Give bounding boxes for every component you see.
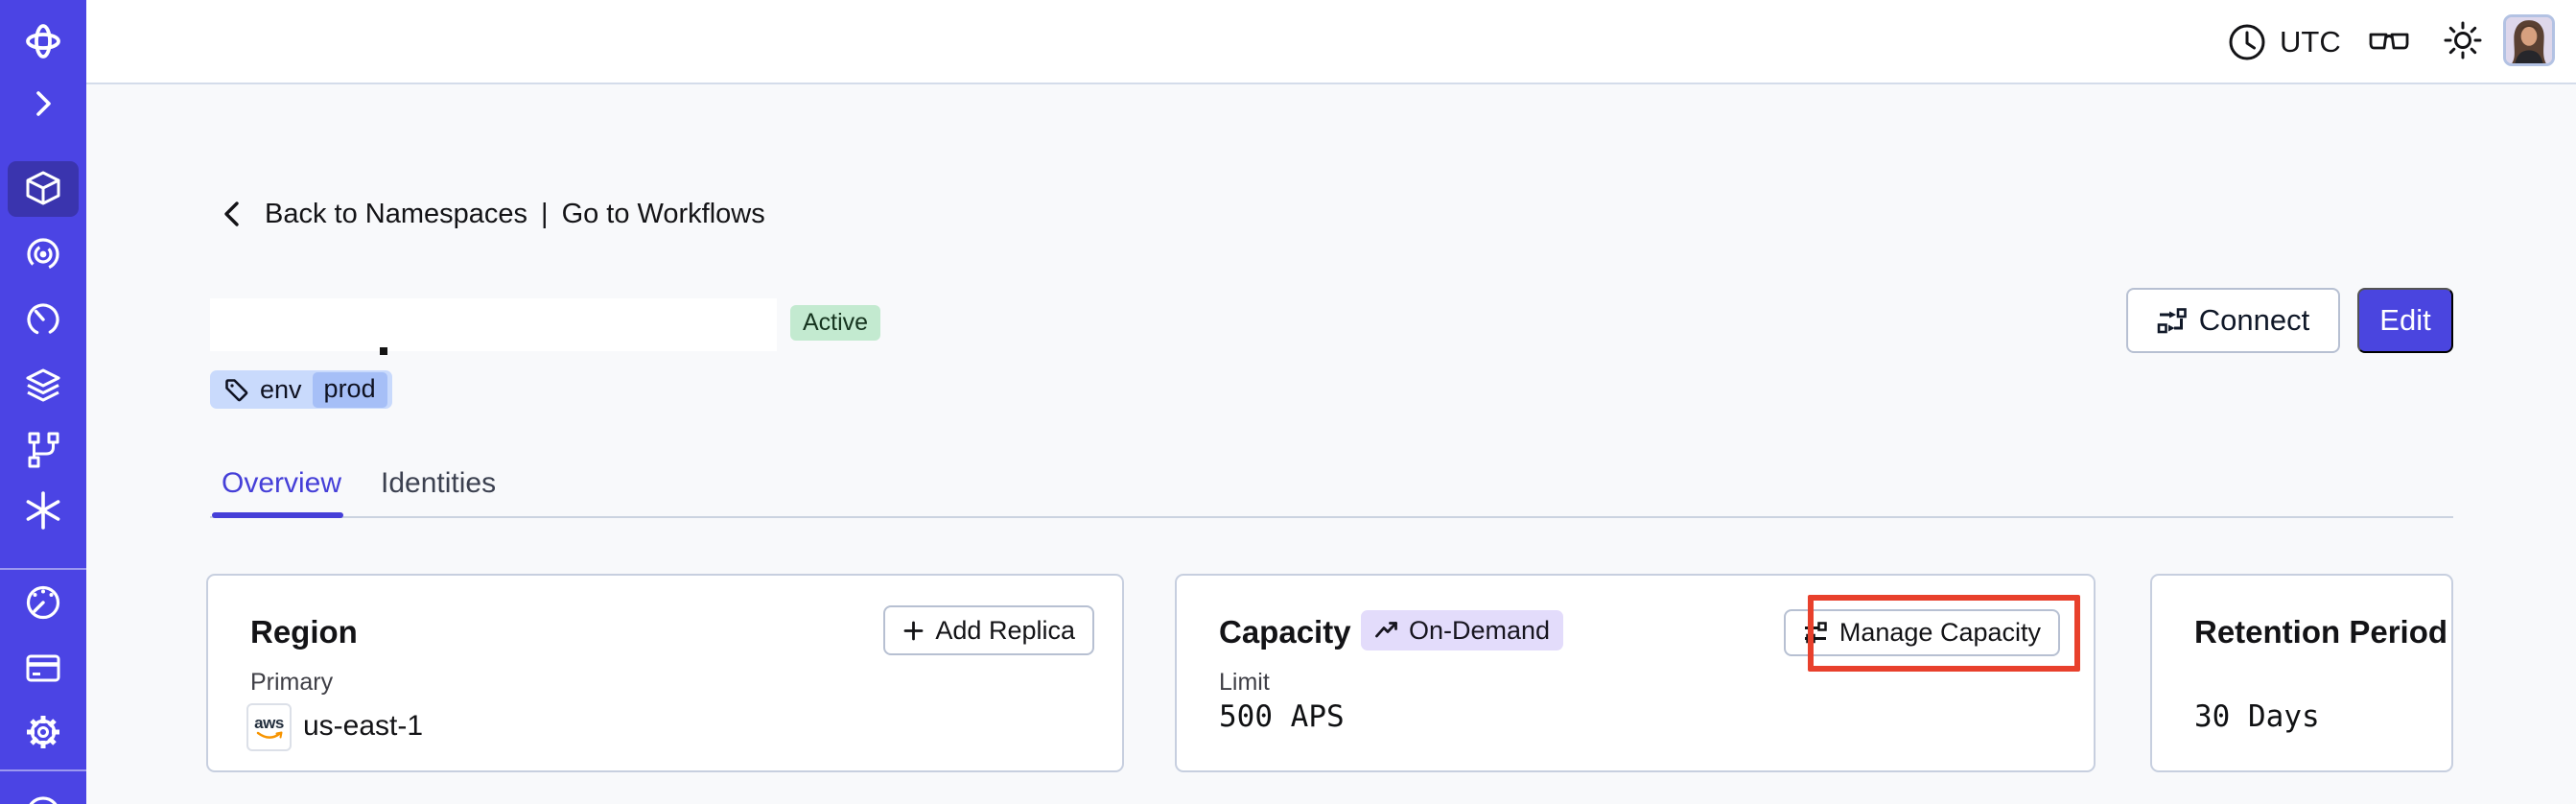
sidebar-item-namespaces[interactable]: [22, 168, 64, 210]
usage-gauge-icon: [26, 585, 60, 620]
namespaces-cube-icon: [26, 171, 60, 205]
capacity-card: Capacity On-Demand Manage Capacity Limit…: [1175, 574, 2096, 772]
capacity-card-title: Capacity: [1219, 614, 1351, 650]
sidebar-item-deployments[interactable]: [22, 365, 64, 407]
on-demand-label: On-Demand: [1409, 615, 1551, 645]
retention-card-title: Retention Period: [2194, 614, 2448, 650]
sidebar-divider: [0, 568, 86, 570]
retention-value: 30 Days: [2194, 699, 2320, 734]
manage-capacity-button[interactable]: Manage Capacity: [1783, 609, 2060, 656]
manage-capacity-label: Manage Capacity: [1838, 618, 2041, 647]
breadcrumb: Back to Namespaces | Go to Workflows: [215, 194, 765, 234]
tag-icon: [225, 378, 248, 401]
namespace-tag[interactable]: env prod: [210, 370, 392, 409]
sidebar-item-workflows[interactable]: [22, 233, 64, 275]
breadcrumb-go-to-workflows[interactable]: Go to Workflows: [561, 198, 765, 229]
breadcrumb-back-to-namespaces[interactable]: Back to Namespaces: [265, 198, 528, 229]
tab-active-underline: [212, 512, 343, 518]
workflows-spiral-icon: [27, 238, 59, 271]
user-avatar[interactable]: [2503, 14, 2555, 66]
capacity-limit-value: 500 APS: [1219, 699, 1345, 734]
limit-label: Limit: [1219, 669, 1270, 696]
tabs-baseline: [210, 516, 2453, 518]
sliders-icon: [1804, 622, 1827, 644]
schedules-clock-icon: [27, 303, 59, 336]
aws-logo-text: aws: [254, 713, 284, 732]
sidebar-item-expand[interactable]: [22, 83, 64, 125]
on-demand-badge: On-Demand: [1361, 610, 1564, 650]
deployments-layers-icon: [26, 368, 60, 402]
chevron-right-icon: [36, 91, 51, 116]
top-bar: UTC: [86, 0, 2576, 84]
sidebar-item-settings[interactable]: [22, 711, 64, 753]
sidebar-item-help[interactable]: [22, 790, 64, 804]
sidebar-item-billing[interactable]: [22, 647, 64, 689]
sidebar: [0, 0, 86, 804]
aws-provider-icon: aws: [246, 703, 292, 751]
glasses-icon[interactable]: [2367, 23, 2411, 59]
status-badge: Active: [790, 305, 881, 341]
sidebar-item-nexus[interactable]: [22, 489, 64, 532]
tag-key: env: [260, 374, 302, 404]
connect-button-label: Connect: [2198, 303, 2310, 337]
tab-identities[interactable]: Identities: [381, 467, 497, 499]
billing-card-icon: [26, 654, 60, 682]
help-circle-icon: [29, 796, 58, 804]
edit-button[interactable]: Edit: [2357, 288, 2453, 353]
primary-region-value: us-east-1: [303, 710, 424, 742]
back-chevron-icon[interactable]: [215, 196, 251, 232]
tag-value: prod: [312, 371, 387, 408]
edit-button-label: Edit: [2379, 303, 2431, 337]
plus-icon: [904, 621, 924, 640]
sidebar-item-usage[interactable]: [22, 581, 64, 624]
namespace-title-artifact: [380, 347, 387, 355]
add-replica-label: Add Replica: [935, 615, 1075, 645]
status-badge-label: Active: [803, 309, 869, 336]
region-card-title: Region: [250, 614, 358, 650]
settings-gear-icon: [27, 716, 59, 748]
nexus-asterisk-icon: [26, 491, 60, 530]
batch-branch-icon: [28, 432, 59, 468]
sidebar-item-schedules[interactable]: [22, 298, 64, 341]
add-replica-button[interactable]: Add Replica: [883, 605, 1094, 655]
sidebar-item-batch-operations[interactable]: [22, 429, 64, 471]
sidebar-divider: [0, 769, 86, 771]
primary-region-row: aws us-east-1: [246, 703, 423, 751]
sun-icon[interactable]: [2442, 19, 2484, 61]
timezone-label: UTC: [2280, 25, 2341, 59]
connect-flow-icon: [2157, 307, 2187, 333]
trending-up-icon: [1375, 621, 1397, 637]
clock-icon: [2229, 24, 2265, 60]
temporal-logo-icon: [26, 24, 60, 59]
breadcrumb-separator: |: [541, 198, 549, 229]
timezone-selector[interactable]: UTC: [2227, 19, 2341, 65]
tab-overview[interactable]: Overview: [222, 467, 342, 499]
namespace-title-redacted: [210, 298, 777, 351]
sidebar-item-temporal-logo[interactable]: [22, 20, 64, 62]
primary-label: Primary: [250, 669, 334, 696]
region-card: Region Add Replica Primary aws us-east-1: [206, 574, 1124, 772]
retention-card: Retention Period 30 Days: [2150, 574, 2453, 772]
connect-button[interactable]: Connect: [2126, 288, 2340, 353]
